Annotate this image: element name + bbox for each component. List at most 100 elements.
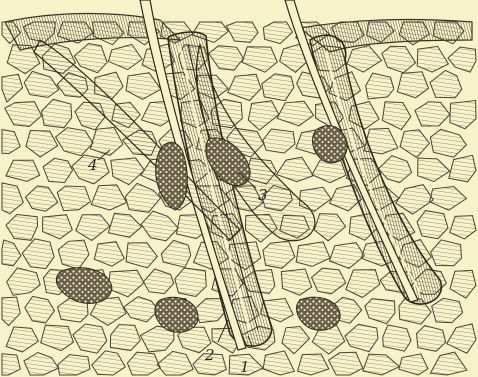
tissue-cell xyxy=(141,211,178,241)
tissue-cell xyxy=(417,46,448,72)
tissue-cell xyxy=(382,102,411,130)
tissue-cell xyxy=(2,74,23,102)
tissue-cell xyxy=(450,101,476,129)
tissue-cell xyxy=(314,214,345,241)
tissue-cell xyxy=(90,127,123,155)
tissue-cell xyxy=(56,128,93,156)
gland-cluster-bottom-right xyxy=(297,297,341,330)
tissue-cell xyxy=(363,354,400,375)
tissue-cell xyxy=(228,74,261,100)
tissue-cell xyxy=(26,131,58,158)
tissue-cell xyxy=(346,270,380,298)
tissue-cell xyxy=(417,211,448,239)
tissue-cell xyxy=(57,186,90,211)
tissue-cell xyxy=(312,268,346,294)
label-3: 3 xyxy=(258,186,268,204)
tissue-cell xyxy=(24,71,59,97)
tissue-cell xyxy=(175,268,207,297)
tissue-cell xyxy=(263,241,295,268)
tissue-cell xyxy=(431,240,462,266)
tissue-cell xyxy=(430,187,467,211)
tissue-cell xyxy=(73,324,107,353)
tissue-cell xyxy=(74,44,107,73)
tissue-cell xyxy=(432,298,463,322)
tissue-cell xyxy=(110,325,140,351)
tissue-cell xyxy=(108,213,141,237)
tissue-cell xyxy=(111,158,145,185)
tissue-cell xyxy=(415,102,450,126)
tissue-cell xyxy=(383,325,411,351)
tissue-cell xyxy=(448,47,476,72)
tissue-cell xyxy=(345,324,378,351)
sebaceous-gland-1 xyxy=(156,143,188,211)
tissue-cell xyxy=(42,99,72,128)
tissue-cell xyxy=(263,129,295,153)
tissue-cell xyxy=(126,243,157,268)
tissue-cell xyxy=(58,240,89,269)
tissue-cell xyxy=(108,44,142,69)
tissue-cell xyxy=(262,74,294,101)
sebaceous-gland-3 xyxy=(313,126,348,163)
tissue-cell xyxy=(58,355,90,375)
tissue-cell xyxy=(2,240,21,266)
tissue-cell xyxy=(6,215,38,241)
tissue-cell xyxy=(242,47,277,72)
tissue-cell xyxy=(161,240,191,267)
tissue-cell xyxy=(2,354,20,375)
tissue-cell xyxy=(282,327,310,354)
tissue-cell xyxy=(418,158,450,181)
tissue-cell xyxy=(365,299,395,324)
tissue-cell xyxy=(2,297,20,325)
tissue-cell xyxy=(347,46,382,73)
tissue-cell xyxy=(41,325,74,351)
tissue-cell xyxy=(6,160,40,181)
tissue-cell xyxy=(5,102,42,127)
tissue-cell xyxy=(157,351,193,375)
tissue-cell xyxy=(209,46,244,70)
tissue-cell xyxy=(382,46,416,72)
tissue-cell xyxy=(92,351,126,375)
tissue-cell xyxy=(450,216,476,239)
tissue-cell xyxy=(26,186,58,211)
tissue-cell xyxy=(248,101,278,130)
tissue-cell xyxy=(43,215,73,239)
tissue-cell xyxy=(24,353,59,376)
tissue-cell xyxy=(195,299,225,323)
tissue-cell xyxy=(400,130,430,158)
tissue-cell xyxy=(7,268,41,295)
label-4: 4 xyxy=(87,156,98,174)
label-1: 1 xyxy=(240,358,250,376)
tissue-cell xyxy=(277,101,314,126)
tissue-cell xyxy=(277,157,314,182)
tissue-cell xyxy=(91,185,126,210)
tissue-cell xyxy=(430,352,467,375)
tissue-cell xyxy=(263,22,292,44)
tissue-cell xyxy=(125,183,160,212)
tissue-cell xyxy=(226,22,258,42)
tissue-cell xyxy=(366,73,394,99)
tissue-cell xyxy=(43,158,72,182)
tissue-cell xyxy=(399,354,428,375)
tissue-cell xyxy=(143,269,173,294)
tissue-cell xyxy=(378,156,412,183)
tissue-cell xyxy=(76,215,110,241)
tissue-cell xyxy=(450,270,476,298)
tissue-cell xyxy=(329,352,363,375)
tissue-cell xyxy=(25,296,55,323)
tissue-cell xyxy=(124,297,159,322)
tissue-cell xyxy=(108,270,144,297)
tissue-cell xyxy=(296,242,330,267)
tissue-cell xyxy=(2,130,20,154)
tissue-cell xyxy=(329,243,364,269)
tissue-cell xyxy=(6,327,38,352)
tissue-cell xyxy=(397,72,428,98)
tissue-cell xyxy=(127,352,160,375)
tissue-cell xyxy=(449,155,476,182)
tissue-cell xyxy=(417,326,446,352)
tissue-cell xyxy=(126,73,161,100)
label-2: 2 xyxy=(204,346,215,364)
tissue-cell xyxy=(430,129,466,157)
tissue-cell xyxy=(94,242,124,267)
tissue-cell xyxy=(22,239,54,269)
